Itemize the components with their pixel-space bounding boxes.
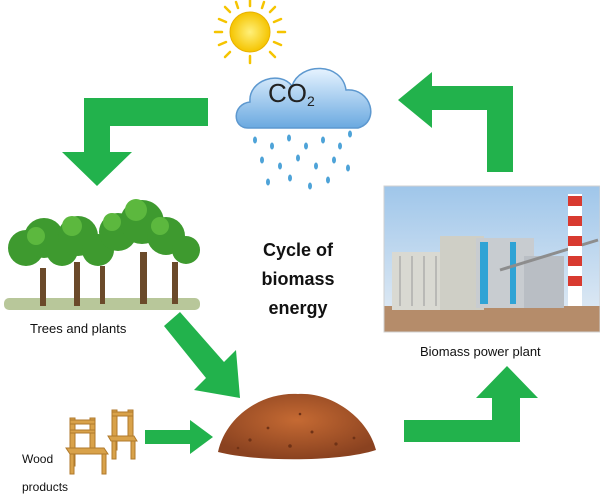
biomass-pile-image [218,393,376,460]
wood-label-line-2: products [22,480,69,494]
arrow-biomass-to-plant [404,366,538,442]
rain-icon [253,130,352,190]
power-plant-label: Biomass power plant [420,344,541,359]
arrow-trees-to-biomass [164,312,240,398]
title-line-1: Cycle of [262,240,334,260]
arrow-plant-to-cloud [398,72,513,172]
wooden-chairs-image [65,409,138,475]
trees-label: Trees and plants [30,321,127,336]
trees-plants-image [4,199,200,310]
arrow-wood-to-biomass [145,420,213,454]
diagram-title: Cycle of biomass energy [228,236,368,323]
power-plant-image [383,185,600,333]
sun-icon [213,0,287,65]
wood-label-line-1: Wood [22,452,54,466]
co2-label: CO2 [268,78,315,109]
title-line-3: energy [268,298,328,318]
cloud-icon [235,67,372,129]
arrow-cloud-to-trees [62,98,208,186]
title-line-2: biomass [261,269,335,289]
